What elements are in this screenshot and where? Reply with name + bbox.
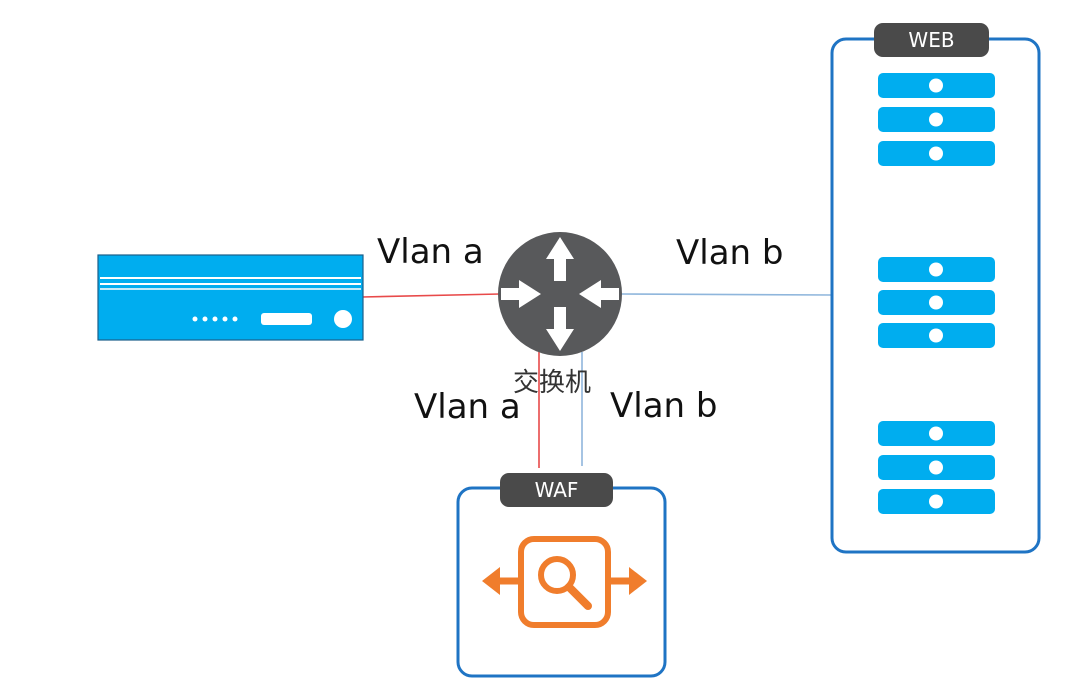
web-group-tag: WEB xyxy=(874,23,989,57)
server-icon xyxy=(878,421,995,514)
switch-name-label: 交换机 xyxy=(513,368,592,398)
search-inspect-icon xyxy=(482,536,647,628)
server-icon xyxy=(878,73,995,166)
waf-group-tag: WAF xyxy=(500,473,613,507)
vlan-a-link-firewall-switch xyxy=(361,293,501,298)
switch-router-icon xyxy=(498,232,622,356)
vlan-label-firewall-switch: Vlan a xyxy=(377,232,484,272)
vlan-label-switch-web: Vlan b xyxy=(676,233,784,273)
vlan-label-waf-b: Vlan b xyxy=(610,386,718,426)
firewall-appliance-icon xyxy=(97,254,364,341)
server-icon xyxy=(878,257,995,348)
vlan-label-waf-a: Vlan a xyxy=(414,387,521,427)
vlan-b-link-switch-web xyxy=(619,293,833,296)
